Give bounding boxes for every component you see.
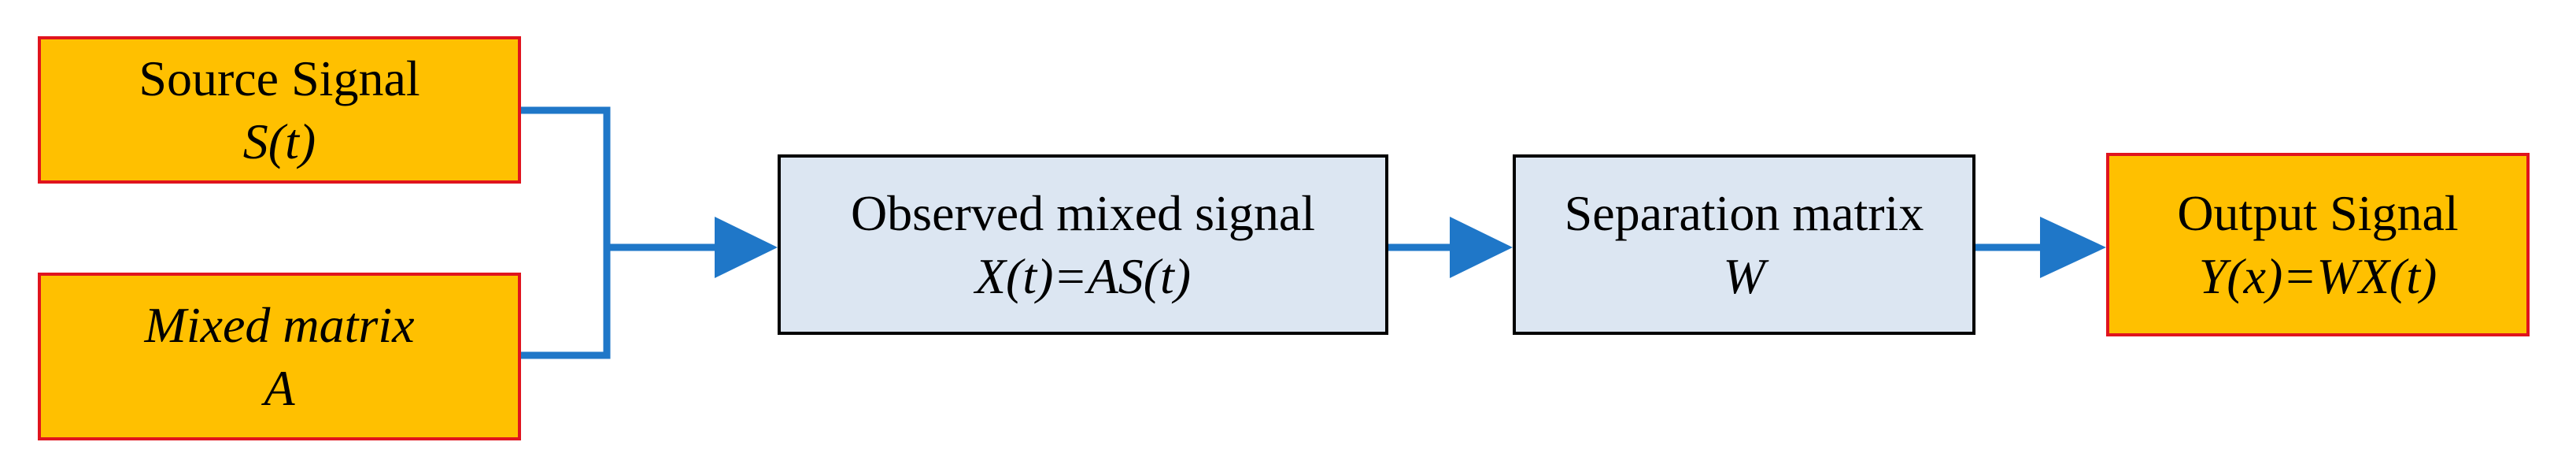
mixed-matrix-formula: A xyxy=(264,359,295,416)
mixing-connector xyxy=(521,247,611,359)
arrowhead-to-output xyxy=(2040,217,2106,278)
source-connector xyxy=(521,106,611,247)
output-signal-title: Output Signal xyxy=(2177,184,2459,241)
source-signal-box: Source Signal S(t) xyxy=(38,36,521,184)
output-signal-formula: Y(x)=WX(t) xyxy=(2198,247,2437,304)
source-signal-formula: S(t) xyxy=(242,113,316,169)
mixed-matrix-title: Mixed matrix xyxy=(144,296,415,353)
mixed-matrix-box: Mixed matrix A xyxy=(38,273,521,440)
separation-matrix-box: Separation matrix W xyxy=(1513,154,1975,335)
observed-signal-box: Observed mixed signal X(t)=AS(t) xyxy=(778,154,1388,335)
source-signal-title: Source Signal xyxy=(139,50,420,106)
observed-signal-formula: X(t)=AS(t) xyxy=(974,247,1192,304)
arrowhead-to-observed xyxy=(715,217,778,278)
arrowhead-to-separation xyxy=(1450,217,1513,278)
separation-matrix-title: Separation matrix xyxy=(1564,184,1924,241)
observed-signal-title: Observed mixed signal xyxy=(850,184,1316,241)
output-signal-box: Output Signal Y(x)=WX(t) xyxy=(2106,153,2530,336)
separation-matrix-formula: W xyxy=(1723,247,1765,304)
